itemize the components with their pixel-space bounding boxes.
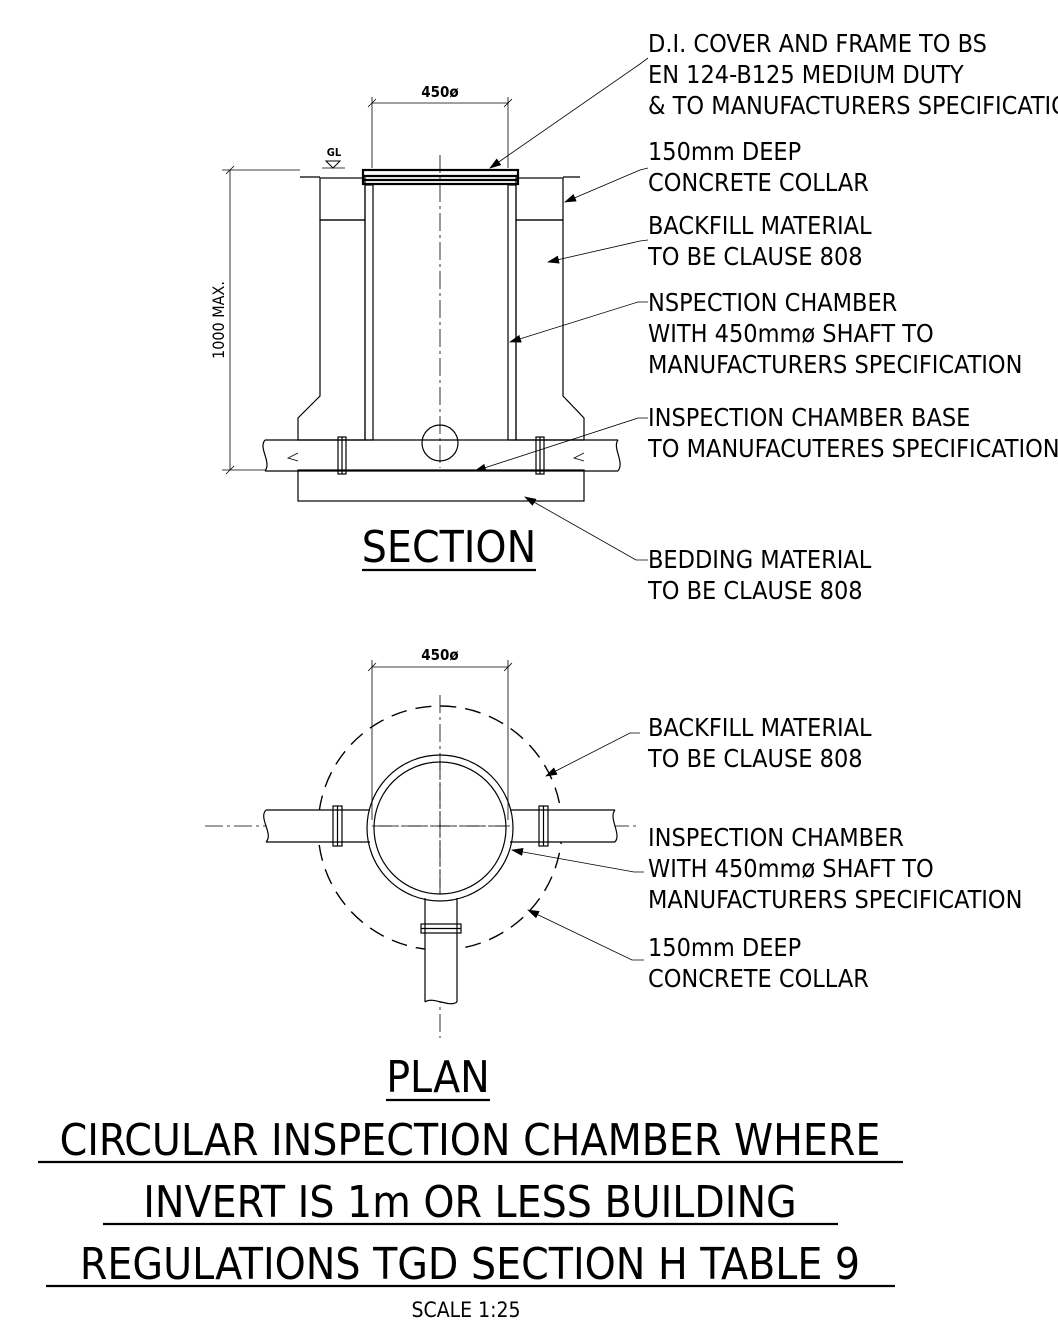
note-bedding: BEDDING MATERIAL TO BE CLAUSE 808 <box>647 545 878 605</box>
plan-chamber-outer <box>366 754 514 902</box>
plan-note-collar: 150mm DEEP CONCRETE COLLAR <box>648 933 869 993</box>
title-block: CIRCULAR INSPECTION CHAMBER WHERE INVERT… <box>38 1115 903 1322</box>
section-diameter-label: 450ø <box>421 83 458 101</box>
leader-collar <box>564 167 649 203</box>
backfill-right <box>515 219 585 441</box>
plan-leader-chamber <box>511 848 644 873</box>
plan-note-chamber: INSPECTION CHAMBER WITH 450mmø SHAFT TO … <box>648 823 1022 914</box>
chamber-wall-left <box>364 184 374 441</box>
note-base: INSPECTION CHAMBER BASE TO MANUFACUTERES… <box>647 403 1058 463</box>
plan-leader-backfill <box>545 732 640 777</box>
section-pipe <box>262 424 621 475</box>
title-line-1: CIRCULAR INSPECTION CHAMBER WHERE <box>60 1115 881 1166</box>
section-diameter-dimension: 450ø <box>367 83 513 168</box>
plan-note-backfill: BACKFILL MATERIAL TO BE CLAUSE 808 <box>647 713 879 773</box>
plan-pipe-left <box>263 805 370 847</box>
title-line-3: REGULATIONS TGD SECTION H TABLE 9 <box>80 1239 860 1290</box>
backfill-left <box>297 219 366 441</box>
depth-dimension: 1000 MAX. <box>209 165 300 475</box>
leader-base <box>474 417 648 472</box>
note-collar: 150mm DEEP CONCRETE COLLAR <box>648 137 869 197</box>
section-view: GL 450ø 1000 MAX. SECTION <box>209 29 1058 605</box>
leader-bedding <box>524 496 648 561</box>
leader-chamber <box>509 301 648 343</box>
concrete-collar-left <box>319 177 366 221</box>
plan-pipe-bottom <box>420 898 462 1005</box>
title-line-2: INVERT IS 1m OR LESS BUILDING <box>143 1177 796 1228</box>
note-chamber: NSPECTION CHAMBER WITH 450mmø SHAFT TO M… <box>648 288 1022 379</box>
bedding-fill <box>297 469 585 502</box>
plan-diameter-label: 450ø <box>421 646 458 664</box>
note-cover: D.I. COVER AND FRAME TO BS EN 124-B125 M… <box>648 29 1058 120</box>
plan-title: PLAN <box>386 1052 490 1103</box>
plan-pipe-right <box>510 805 618 847</box>
plan-view: 450ø BACKFILL MATERIAL TO BE CLAUSE 808 … <box>205 646 1022 1103</box>
leader-cover <box>489 57 649 169</box>
section-title: SECTION <box>362 522 536 573</box>
depth-label: 1000 MAX. <box>209 281 228 359</box>
leader-backfill <box>547 239 649 264</box>
plan-diameter-dimension: 450ø <box>367 646 513 820</box>
plan-leader-collar <box>527 909 644 961</box>
chamber-wall-right <box>507 184 517 441</box>
ground-level-label: GL <box>327 146 342 159</box>
ground-level-symbol: GL <box>322 146 345 169</box>
concrete-collar-right <box>515 177 564 221</box>
note-backfill: BACKFILL MATERIAL TO BE CLAUSE 808 <box>647 211 879 271</box>
scale-label: SCALE 1:25 <box>412 1298 521 1322</box>
